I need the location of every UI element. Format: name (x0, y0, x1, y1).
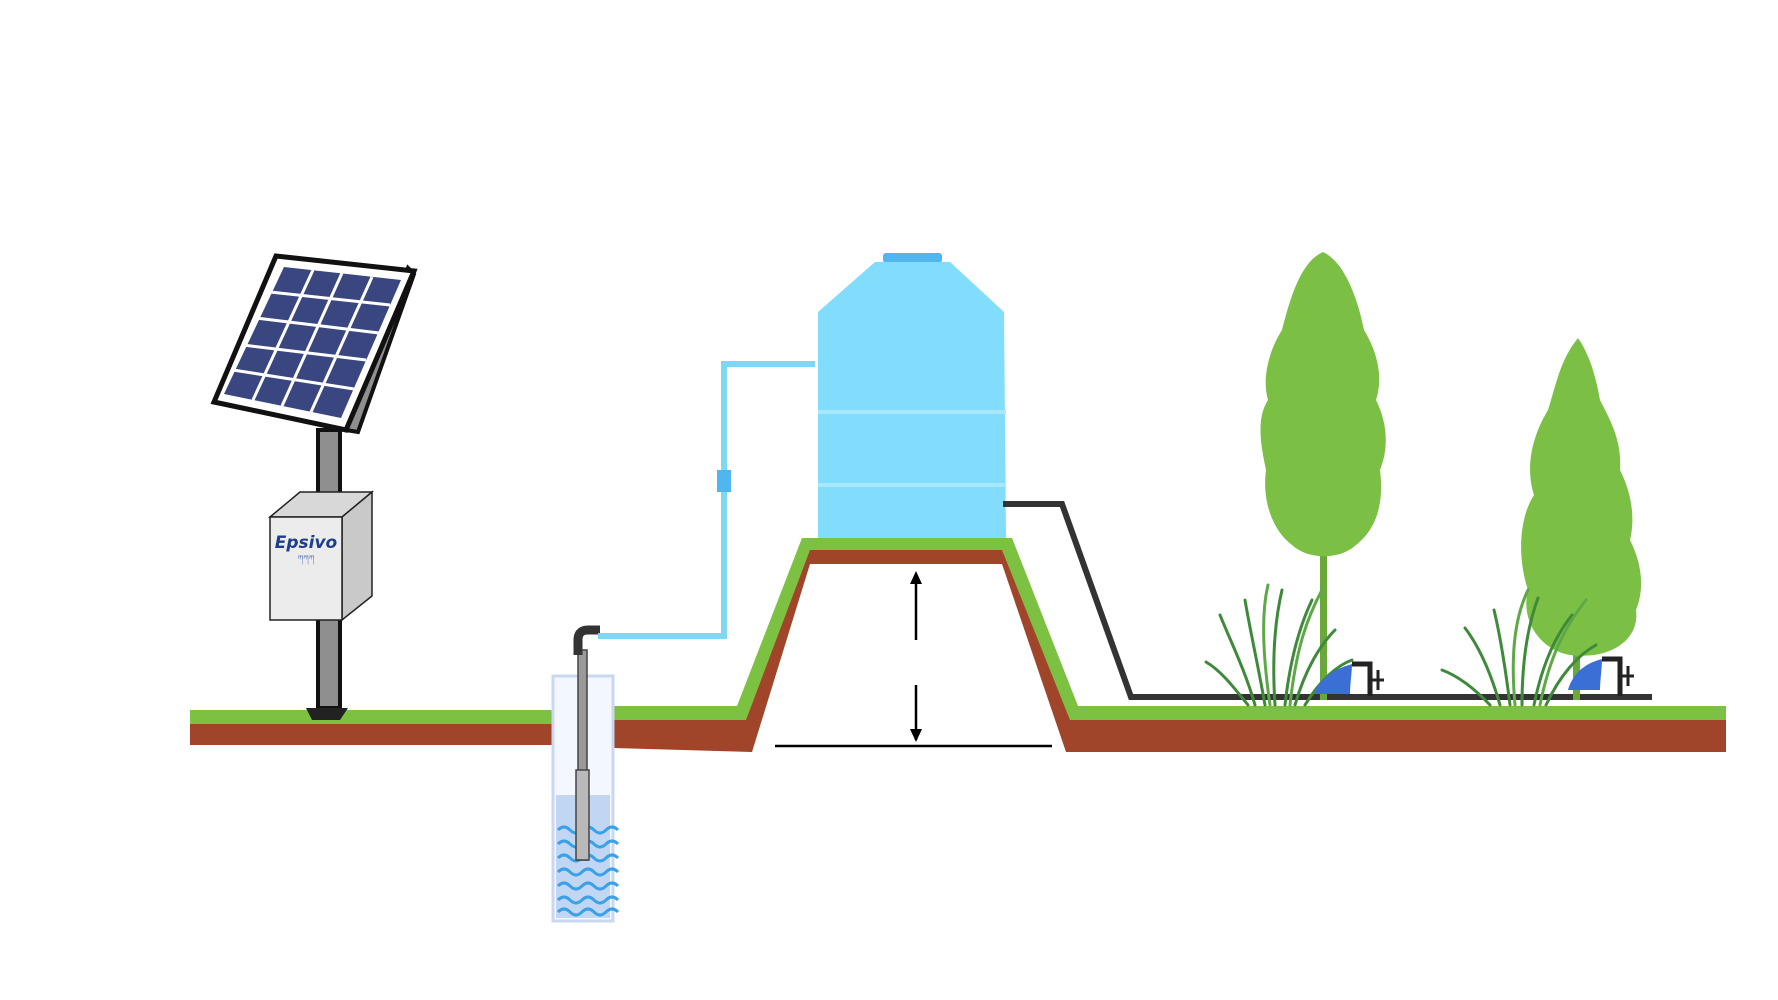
tree-icon (1260, 252, 1642, 700)
soil-layer-mound (612, 548, 1726, 752)
height-arrow-icon (775, 571, 1052, 748)
grass-layer-left (190, 710, 552, 724)
ground (190, 538, 1726, 752)
grass-icon (1204, 583, 1598, 707)
controller-box-icon: Epsivo ཀཀཀ (267, 490, 375, 622)
solar-cells (224, 267, 401, 418)
tank-cap (883, 253, 942, 263)
borehole (551, 625, 620, 923)
controller-brand: Epsivo (275, 533, 338, 553)
controller-brand-sub: ཀཀཀ (298, 554, 315, 565)
tank-body (818, 262, 1006, 538)
soil-layer (190, 722, 552, 745)
drip-pipe (1003, 501, 1652, 700)
solar-pump-station: Epsivo ཀཀཀ (210, 253, 418, 720)
supply-pipe (598, 361, 815, 639)
post-base (306, 708, 348, 720)
drip-emitter-icon (1314, 656, 1634, 696)
solar-panel-icon (210, 253, 418, 435)
water-tank-icon (818, 253, 1006, 538)
submersible-pump-icon (573, 625, 600, 861)
pipe-valve (717, 470, 731, 492)
